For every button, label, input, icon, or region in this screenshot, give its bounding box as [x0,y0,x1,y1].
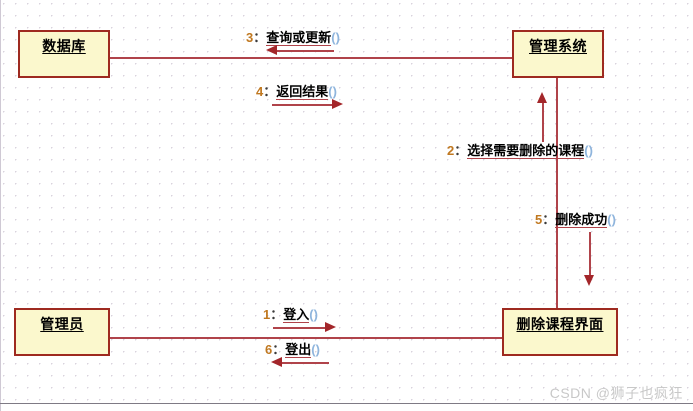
message-colon-2: ： [454,143,468,158]
message-arrow-stem-6 [277,362,329,364]
message-label-2[interactable]: 2：选择需要删除的课程() [447,143,593,159]
message-name-4: 返回结果 [276,84,329,100]
message-number-3: 3 [246,30,254,45]
message-arrow-head-5-down-icon [584,275,594,286]
message-colon-4: ： [263,84,277,99]
message-name-1: 登入 [283,307,310,323]
link-admin-delete-ui[interactable] [110,337,502,339]
message-number-2: 2 [447,143,455,158]
message-arrow-stem-3 [272,50,334,52]
message-parens-2: () [584,143,593,158]
object-box-administrator[interactable]: 管理员 [14,308,110,356]
message-colon-5: ： [542,212,556,227]
message-name-5: 删除成功 [555,212,608,228]
message-arrow-stem-1 [273,327,327,329]
message-colon-1: ： [270,307,284,322]
message-label-1[interactable]: 1：登入() [263,307,318,323]
message-parens-6: () [311,342,320,357]
message-name-2: 选择需要删除的课程 [467,143,585,159]
canvas-left-frame [0,0,1,411]
canvas-bottom-frame [0,403,693,404]
object-label-delete-course-ui: 删除课程界面 [516,316,604,332]
message-arrow-head-2-up-icon [537,92,547,103]
message-label-3[interactable]: 3：查询或更新() [246,30,340,46]
message-colon-3: ： [253,30,267,45]
message-arrow-head-1-right-icon [325,322,336,332]
message-arrow-stem-2 [542,100,544,142]
message-number-1: 1 [263,307,271,322]
object-label-administrator: 管理员 [40,316,84,332]
link-database-system[interactable] [110,57,512,59]
message-parens-1: () [309,307,318,322]
object-label-management-system: 管理系统 [529,38,587,54]
message-arrow-head-6-left-icon [271,357,282,367]
object-label-database: 数据库 [42,38,86,54]
message-arrow-stem-4 [272,104,334,106]
message-label-5[interactable]: 5：删除成功() [535,212,616,228]
message-arrow-head-4-right-icon [332,99,343,109]
message-arrow-head-3-left-icon [266,45,277,55]
link-system-delete-ui[interactable] [556,78,558,308]
message-parens-3: () [331,30,340,45]
message-label-6[interactable]: 6：登出() [265,342,320,358]
message-colon-6: ： [272,342,286,357]
message-parens-5: () [607,212,616,227]
message-number-4: 4 [256,84,264,99]
object-box-delete-course-ui[interactable]: 删除课程界面 [502,308,618,356]
message-name-3: 查询或更新 [266,30,332,46]
object-box-management-system[interactable]: 管理系统 [512,30,604,78]
csdn-watermark: CSDN @狮子也疯狂 [549,385,683,401]
message-arrow-stem-5 [589,232,591,277]
message-parens-4: () [328,84,337,99]
object-box-database[interactable]: 数据库 [18,30,110,78]
message-name-6: 登出 [285,342,312,358]
message-number-6: 6 [265,342,273,357]
message-number-5: 5 [535,212,543,227]
message-label-4[interactable]: 4：返回结果() [256,84,337,100]
